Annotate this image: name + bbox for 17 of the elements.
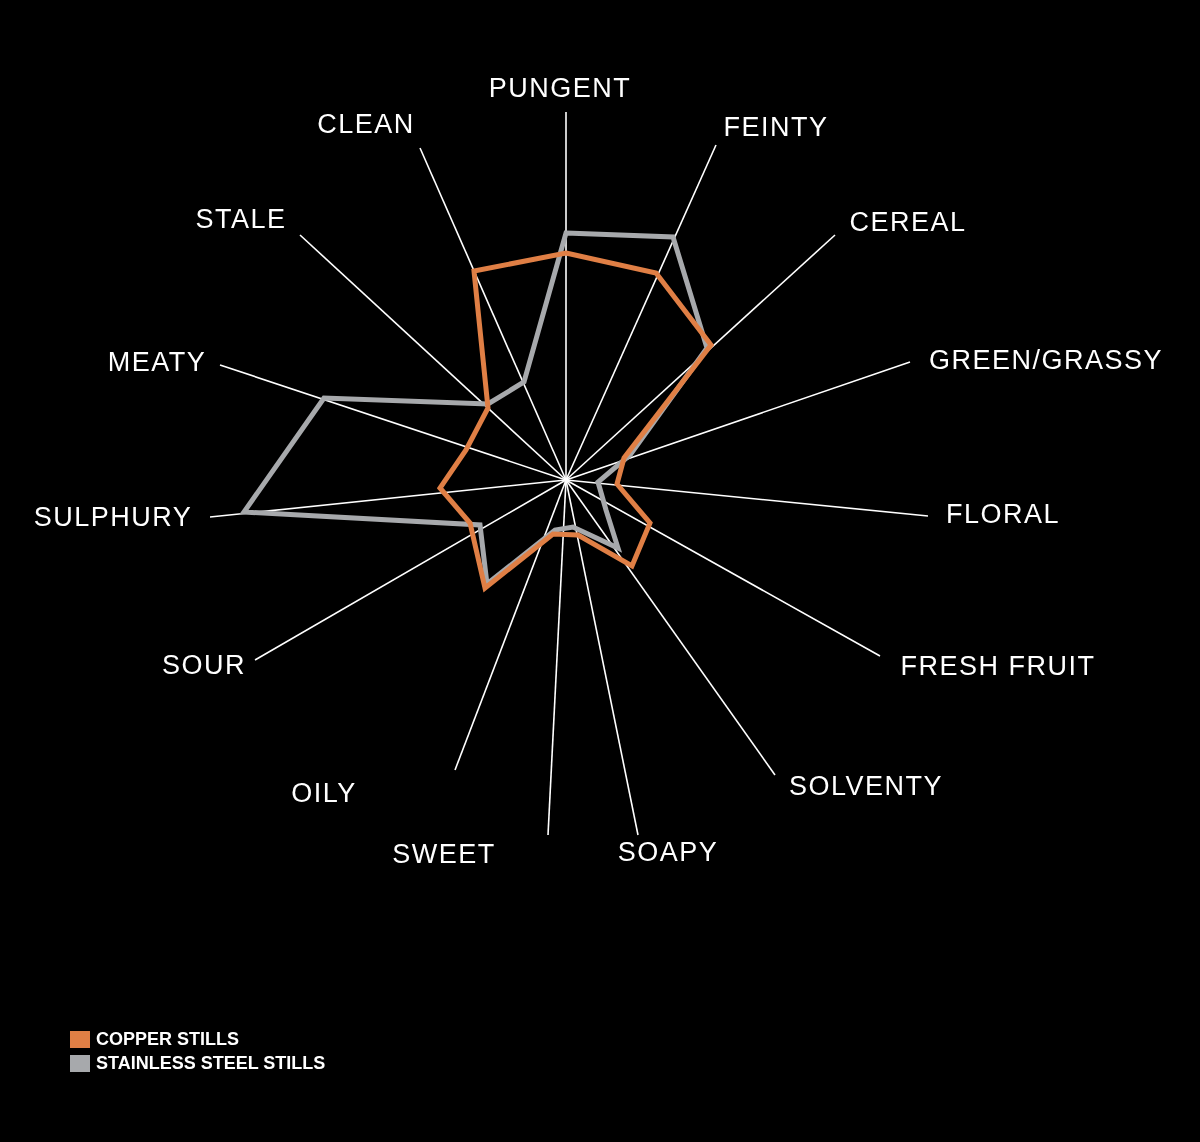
axis-label: SOAPY <box>617 838 719 866</box>
axis-label: OILY <box>291 779 357 807</box>
axis-label: FLORAL <box>946 500 1060 528</box>
axis-label: SOLVENTY <box>789 772 943 800</box>
axis-label: CEREAL <box>849 208 967 236</box>
legend-label: COPPER STILLS <box>96 1030 239 1048</box>
axis-label: SULPHURY <box>33 503 193 531</box>
axis-label: STALE <box>195 205 287 233</box>
axis-label: GREEN/GRASSY <box>928 346 1164 374</box>
axis-label: MEATY <box>107 348 207 376</box>
axis-label: PUNGENT <box>488 74 632 102</box>
legend-label: STAINLESS STEEL STILLS <box>96 1054 326 1072</box>
axis-label: SWEET <box>392 840 496 868</box>
axis-label: SOUR <box>162 651 246 679</box>
axis-label: FEINTY <box>723 113 829 141</box>
axis-label: FRESH FRUIT <box>900 652 1096 680</box>
axis-label: CLEAN <box>317 110 415 138</box>
